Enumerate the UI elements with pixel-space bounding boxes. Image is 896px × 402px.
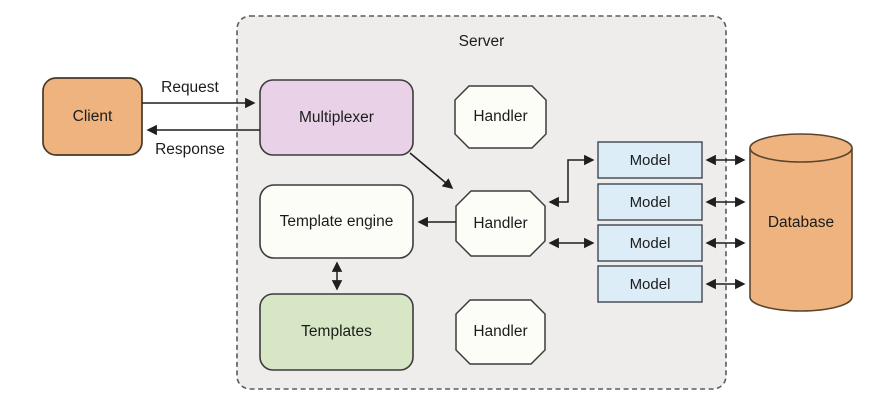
- handler-top-octagon: [454, 85, 547, 149]
- database-cylinder-top: [749, 133, 853, 163]
- arrow-handler-model1-elbow: [548, 154, 595, 208]
- model-box-2: [597, 183, 703, 221]
- template-engine-box: [259, 184, 414, 259]
- database-cylinder-body: [749, 148, 853, 312]
- handler-bottom-octagon: [455, 299, 546, 365]
- model-box-3: [597, 224, 703, 262]
- model-box-4: [597, 265, 703, 303]
- handler-middle-octagon: [455, 190, 546, 257]
- client-box: [42, 77, 143, 156]
- multiplexer-box: [259, 79, 414, 156]
- model-box-1: [597, 141, 703, 179]
- templates-box: [259, 293, 414, 371]
- arrow-multiplexer-to-handler: [409, 152, 454, 190]
